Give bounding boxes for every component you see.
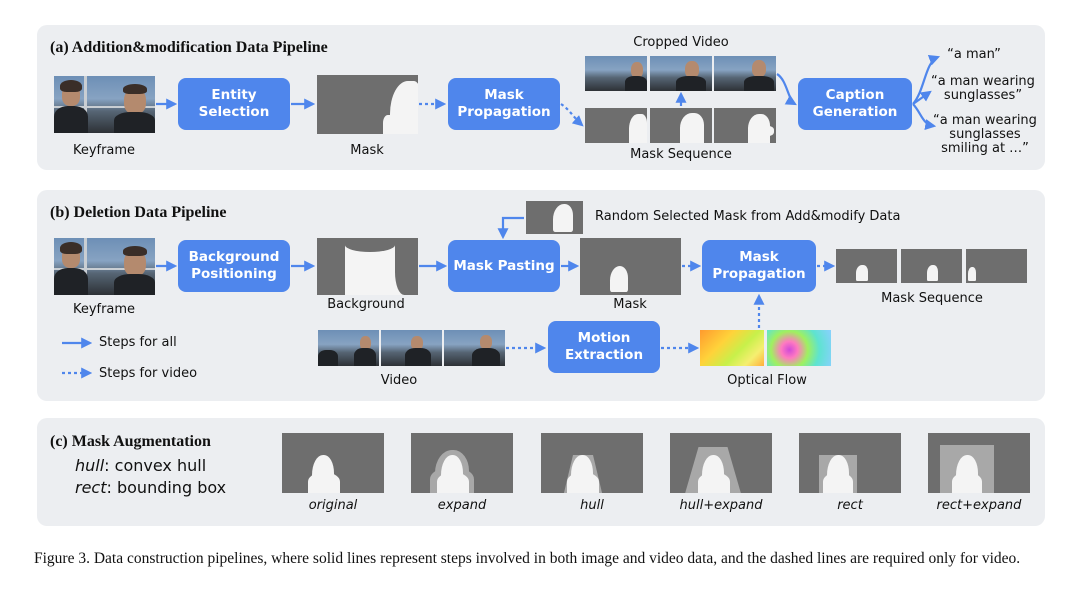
- mask-sequence-label-b: Mask Sequence: [881, 291, 983, 306]
- optical-flow-image-2: [767, 330, 831, 366]
- arrow-a-caption-2: [912, 90, 932, 105]
- aug-rect-expand-image: [928, 433, 1030, 493]
- arrow-a-propagation-sequence: [560, 103, 584, 127]
- mask-seq-frame-1: [585, 108, 647, 143]
- mask-sequence-label-a: Mask Sequence: [630, 147, 732, 162]
- caption-generation-box: Caption Generation: [798, 78, 912, 130]
- cropped-video-label: Cropped Video: [633, 35, 729, 50]
- keyframe-image-a: [54, 76, 155, 133]
- entity-selection-box: Entity Selection: [178, 78, 290, 130]
- mask-image-a: [317, 75, 418, 134]
- aug-hull-expand-image: [670, 433, 772, 493]
- mask-seq-b-frame-3: [966, 249, 1027, 283]
- legend-steps-all: Steps for all: [99, 335, 177, 350]
- rect-definition: rect: bounding box: [75, 478, 226, 497]
- aug-rect-label: rect: [837, 498, 863, 513]
- mask-seq-frame-3: [714, 108, 776, 143]
- mask-pasting-box: Mask Pasting: [448, 240, 560, 292]
- mask-seq-b-frame-2: [901, 249, 962, 283]
- caption-1: “a man”: [947, 47, 1001, 62]
- video-frame-3: [444, 330, 505, 366]
- rect-term: rect: [75, 478, 107, 497]
- mask-propagation-box-a: Mask Propagation: [448, 78, 560, 130]
- aug-original-label: original: [308, 498, 358, 513]
- panel-a-title: (a) Addition&modification Data Pipeline: [50, 39, 328, 56]
- mask-seq-frame-2: [650, 108, 712, 143]
- caption-2: “a man wearing sunglasses”: [931, 74, 1035, 103]
- cropped-frame-2: [650, 56, 712, 91]
- aug-expand-label: expand: [437, 498, 487, 513]
- hull-term: hull: [75, 456, 105, 475]
- hull-desc: : convex hull: [104, 456, 207, 475]
- aug-expand-image: [411, 433, 513, 493]
- video-frame-1: [318, 330, 379, 366]
- panel-b-title: (b) Deletion Data Pipeline: [50, 204, 227, 221]
- mask-seq-b-frame-1: [836, 249, 897, 283]
- panel-c-title: (c) Mask Augmentation: [50, 433, 211, 450]
- optical-flow-image-1: [700, 330, 764, 366]
- aug-rect-image: [799, 433, 901, 493]
- mask-label-b: Mask: [613, 297, 647, 312]
- mask-image-b: [580, 238, 681, 295]
- rect-desc: : bounding box: [106, 478, 227, 497]
- keyframe-label-a: Keyframe: [72, 143, 136, 158]
- aug-hull-label: hull: [580, 498, 604, 513]
- arrow-a-caption-1: [912, 55, 941, 105]
- hull-definition: hull: convex hull: [75, 456, 206, 475]
- aug-hull-expand-label: hull+expand: [679, 498, 763, 513]
- keyframe-image-b: [54, 238, 155, 295]
- background-image: [317, 238, 418, 295]
- background-positioning-box: Background Positioning: [178, 240, 290, 292]
- aug-original-image: [282, 433, 384, 493]
- optical-flow-label: Optical Flow: [727, 373, 807, 388]
- aug-rect-expand-label: rect+expand: [936, 498, 1022, 513]
- mask-propagation-box-b: Mask Propagation: [702, 240, 816, 292]
- video-frame-2: [381, 330, 442, 366]
- random-mask-label: Random Selected Mask from Add&modify Dat…: [595, 209, 901, 224]
- arrow-a-cropped-caption: [776, 73, 797, 106]
- cropped-frame-1: [585, 56, 647, 91]
- cropped-frame-3: [714, 56, 776, 91]
- background-label: Background: [327, 297, 405, 312]
- aug-hull-image: [541, 433, 643, 493]
- motion-extraction-box: Motion Extraction: [548, 321, 660, 373]
- random-mask-image: [526, 201, 583, 234]
- caption-3: “a man wearing sunglasses smiling at …”: [933, 113, 1037, 156]
- arrow-b-random-pasting: [497, 216, 524, 240]
- mask-label-a: Mask: [350, 143, 384, 158]
- figure-caption: Figure 3. Data construction pipelines, w…: [34, 550, 1021, 567]
- video-label: Video: [380, 373, 418, 388]
- legend-steps-video: Steps for video: [99, 366, 198, 381]
- arrow-a-caption-3: [912, 103, 937, 130]
- keyframe-label-b: Keyframe: [72, 302, 136, 317]
